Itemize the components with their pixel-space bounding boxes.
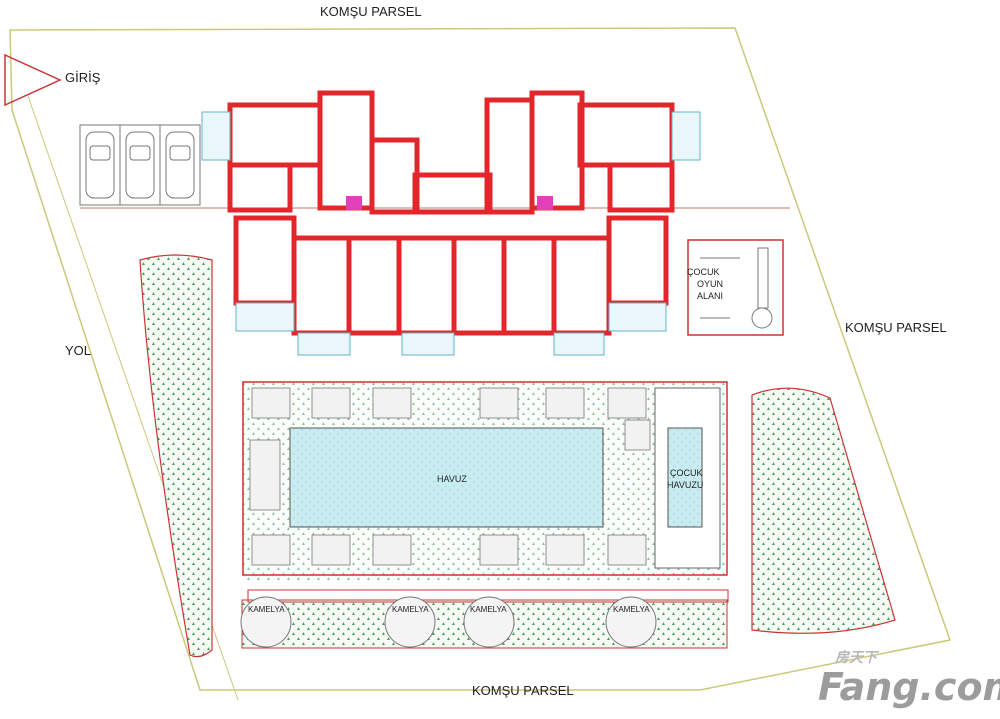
parking-area bbox=[79, 124, 201, 206]
label-kamelya-2: KAMELYA bbox=[392, 605, 429, 614]
label-havuz: HAVUZ bbox=[437, 474, 467, 484]
car-icon bbox=[85, 131, 115, 199]
watermark-main: Fang.com bbox=[818, 665, 1000, 709]
kamelya-group bbox=[240, 596, 657, 648]
balconies bbox=[201, 111, 701, 356]
green-area-left bbox=[139, 254, 213, 658]
label-kamelya-4: KAMELYA bbox=[613, 605, 650, 614]
label-oyun-line2: OYUN bbox=[697, 279, 723, 289]
sun-loungers bbox=[249, 387, 651, 566]
label-cocuk-havuzu-line1: ÇOCUK bbox=[670, 468, 703, 478]
kamelya-icon bbox=[605, 596, 657, 648]
label-oyun-line3: ALANI bbox=[697, 291, 723, 301]
label-komsu-parsel-top: KOMŞU PARSEL bbox=[320, 4, 422, 19]
site-boundary bbox=[9, 27, 951, 691]
label-komsu-parsel-bottom: KOMŞU PARSEL bbox=[472, 683, 574, 698]
label-kamelya-3: KAMELYA bbox=[470, 605, 507, 614]
playground-equipment bbox=[700, 247, 773, 329]
playground-area bbox=[687, 239, 784, 336]
residential-block bbox=[227, 90, 675, 336]
kamelya-icon bbox=[384, 596, 436, 648]
label-komsu-parsel-right: KOMŞU PARSEL bbox=[845, 320, 947, 335]
label-kamelya-1: KAMELYA bbox=[248, 605, 285, 614]
kamelya-icon bbox=[240, 596, 292, 648]
label-oyun-line1: ÇOCUK bbox=[687, 267, 720, 277]
label-yol: YOL bbox=[65, 343, 91, 358]
car-icon bbox=[125, 131, 155, 199]
label-giris: GİRİŞ bbox=[65, 70, 101, 85]
watermark-small: 房天下 bbox=[834, 649, 880, 666]
stair-markers bbox=[346, 196, 553, 210]
label-cocuk-havuzu-line2: HAVUZU bbox=[667, 480, 703, 490]
kamelya-icon bbox=[463, 596, 515, 648]
car-icon bbox=[165, 131, 195, 199]
child-pool bbox=[667, 427, 703, 528]
pool-deck bbox=[242, 381, 728, 576]
main-pool bbox=[289, 427, 604, 528]
entrance-arrow-icon bbox=[4, 53, 62, 107]
green-area-right bbox=[751, 387, 896, 634]
